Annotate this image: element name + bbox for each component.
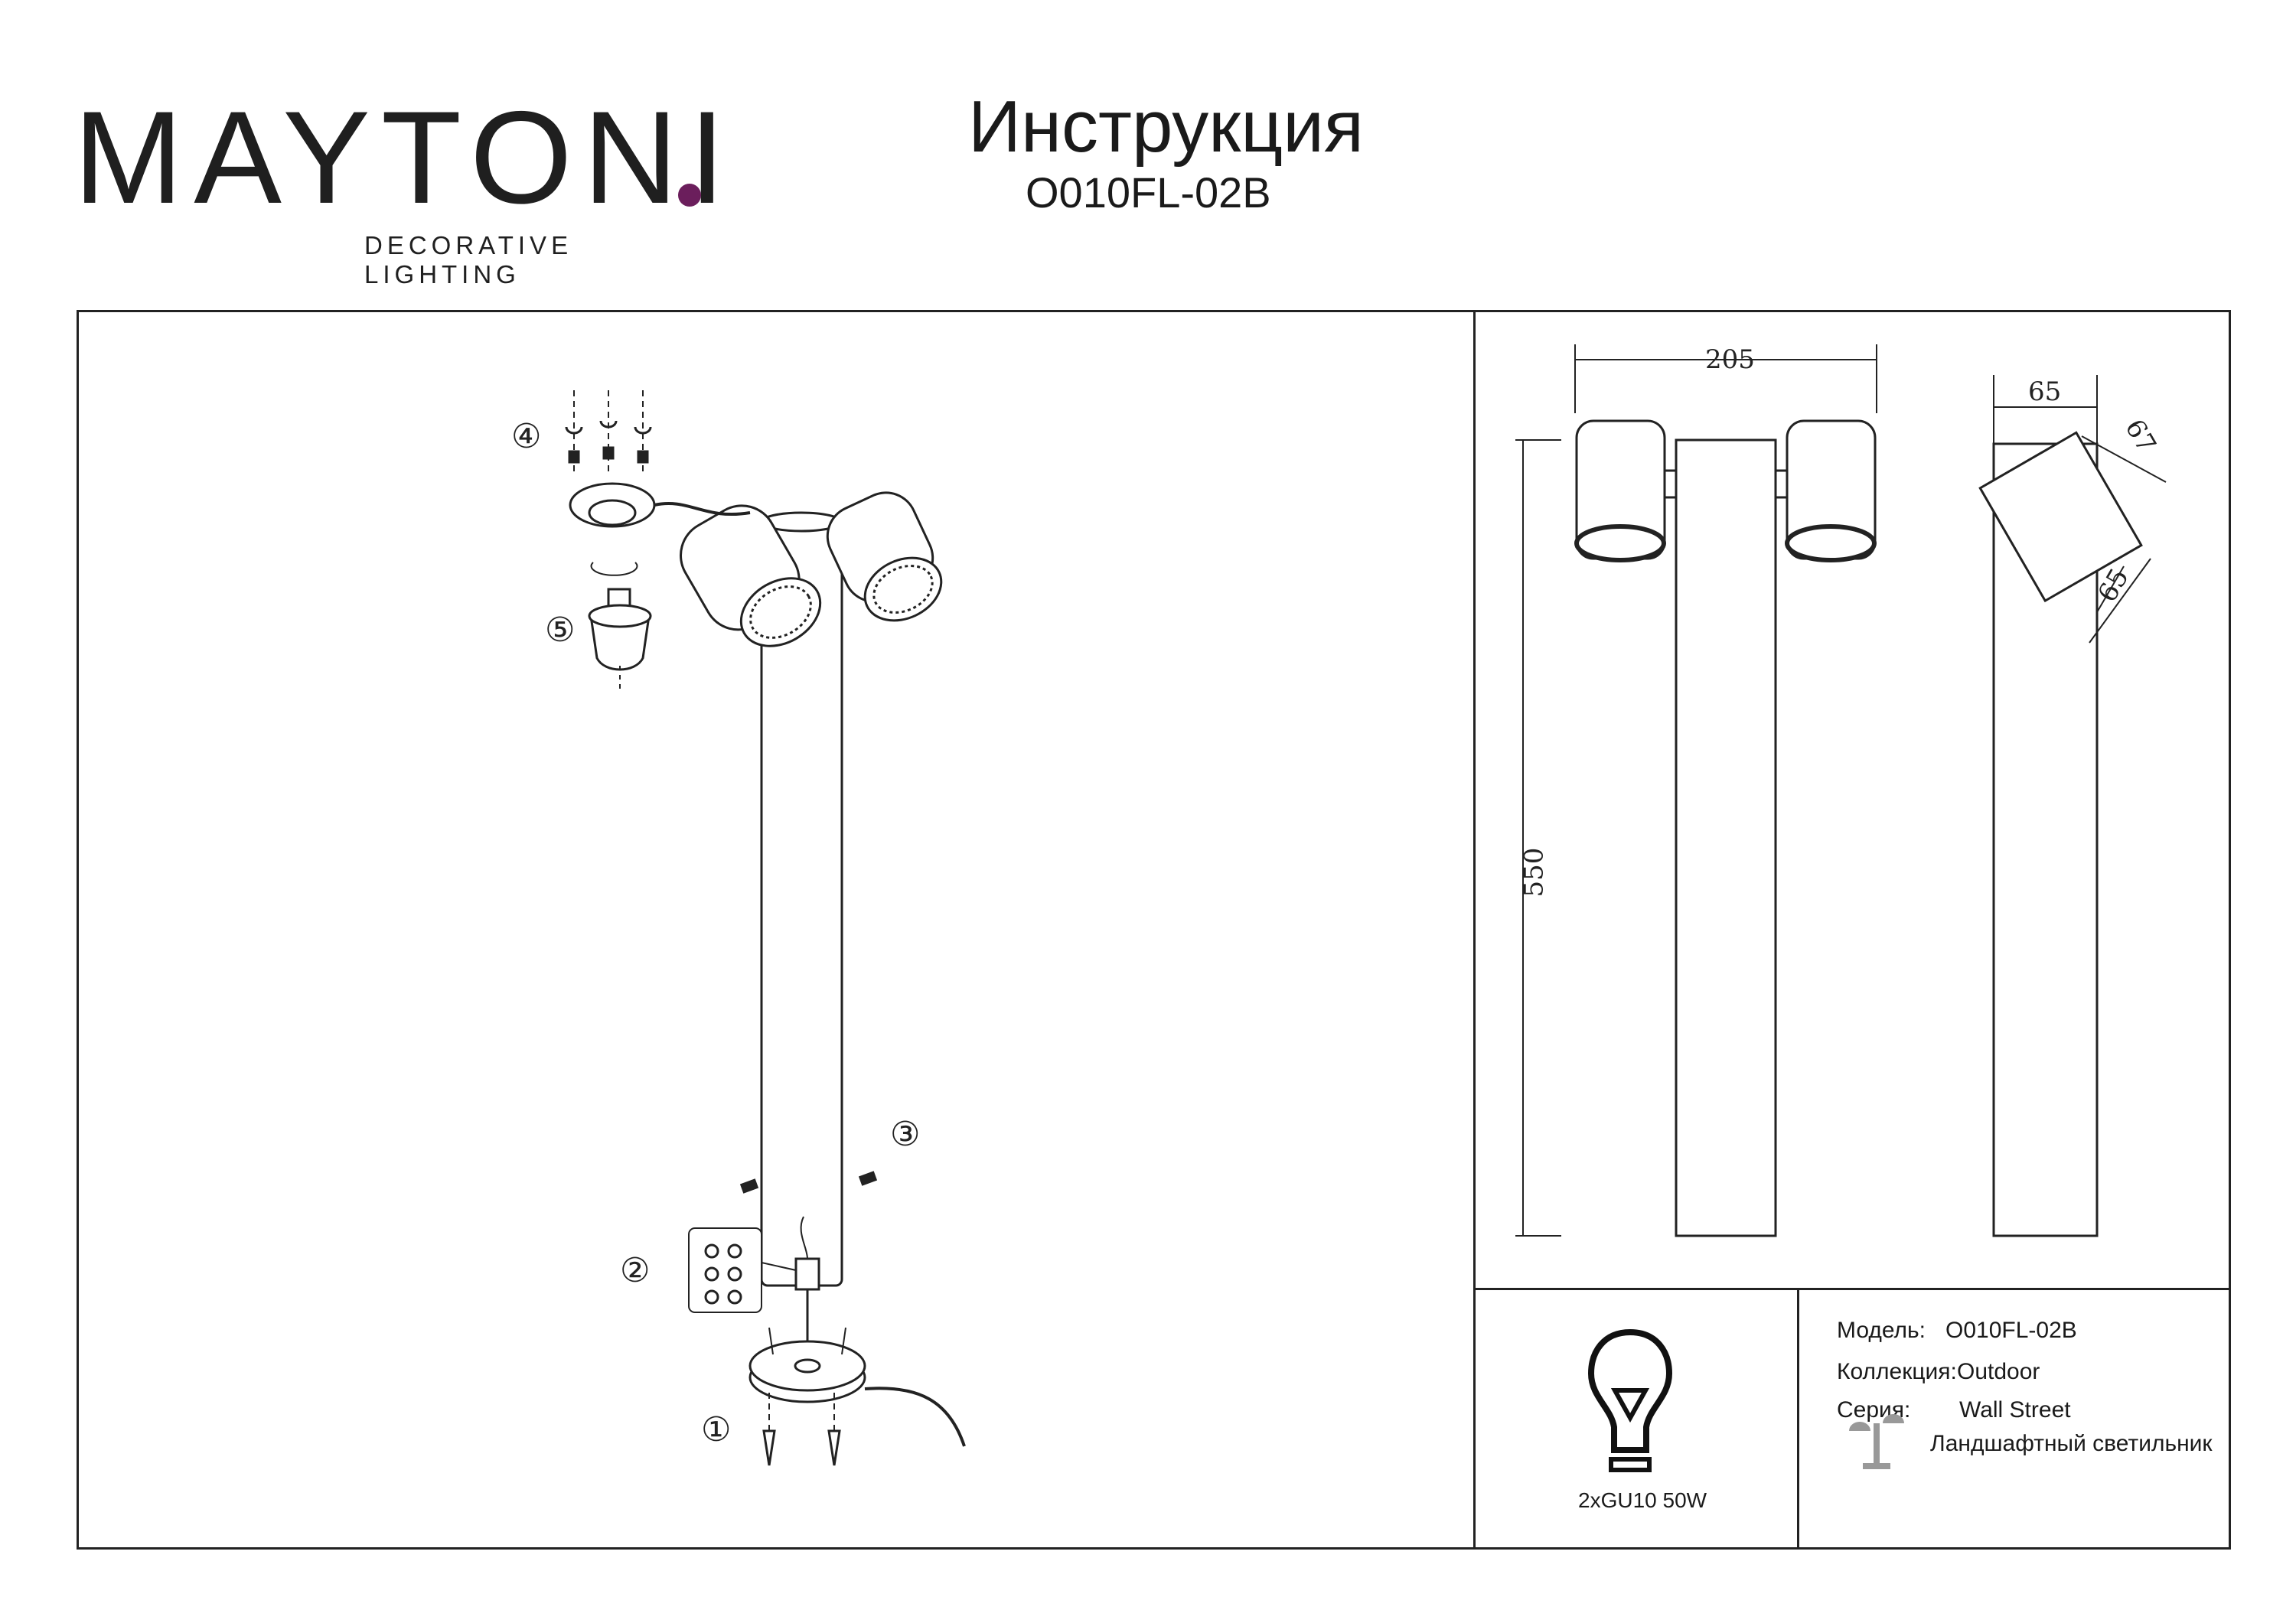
spot-head-right bbox=[826, 491, 943, 622]
collection-label: Коллекция: bbox=[1837, 1359, 1957, 1384]
lamp-spec: 2xGU10 50W bbox=[1578, 1488, 1707, 1512]
brand-tagline: DECORATIVE LIGHTING bbox=[364, 231, 573, 288]
brand-logo: MAYTONI DECORATIVE LIGHTING bbox=[73, 92, 726, 288]
divider-horizontal-info bbox=[1473, 1288, 2231, 1290]
mounting-base bbox=[748, 1327, 966, 1466]
model-label: Модель: bbox=[1837, 1318, 1926, 1343]
brand-name: MAYTONI bbox=[73, 84, 736, 231]
divider-vertical-info bbox=[1797, 1288, 1799, 1547]
model-value: O010FL-02B bbox=[1945, 1318, 2077, 1343]
socket-plate bbox=[569, 482, 751, 528]
front-head-right bbox=[1774, 419, 1877, 562]
front-head-left bbox=[1574, 419, 1678, 562]
step-4-callout: ④ bbox=[511, 417, 542, 456]
side-pole bbox=[1992, 442, 2099, 1237]
step-1-callout: ① bbox=[701, 1410, 732, 1449]
dim-height-label: 550 bbox=[1518, 847, 1550, 898]
step-3-callout: ③ bbox=[890, 1115, 921, 1154]
instruction-frame bbox=[77, 310, 2231, 1550]
step-5-callout: ⑤ bbox=[545, 611, 576, 650]
dim-depth-label: 65 bbox=[2028, 376, 2062, 407]
divider-vertical-main bbox=[1473, 312, 1476, 1547]
brand-dot bbox=[678, 184, 701, 207]
dim-width-label: 205 bbox=[1705, 344, 1755, 375]
front-pole bbox=[1675, 438, 1777, 1237]
screw-set-top bbox=[565, 390, 652, 474]
terminal-block bbox=[688, 1216, 820, 1347]
front-view-drawing bbox=[1515, 344, 1877, 1237]
assembly-illustration bbox=[565, 390, 966, 1466]
spot-head-left bbox=[680, 504, 822, 647]
gu10-bulb bbox=[588, 588, 652, 689]
collection-value: Outdoor bbox=[1957, 1359, 2040, 1384]
series-value: Wall Street bbox=[1959, 1397, 2071, 1423]
step-2-callout: ② bbox=[620, 1251, 651, 1290]
side-head bbox=[1978, 431, 2143, 603]
product-type: Ландшафтный светильник bbox=[1930, 1431, 2213, 1456]
landscape-lamp-icon bbox=[1849, 1414, 1904, 1469]
document-title: Инструкция bbox=[968, 86, 1364, 168]
side-view-drawing bbox=[1978, 375, 2167, 1237]
bulb-icon bbox=[1587, 1328, 1673, 1472]
document-model-code: O010FL-02B bbox=[1026, 168, 1271, 217]
